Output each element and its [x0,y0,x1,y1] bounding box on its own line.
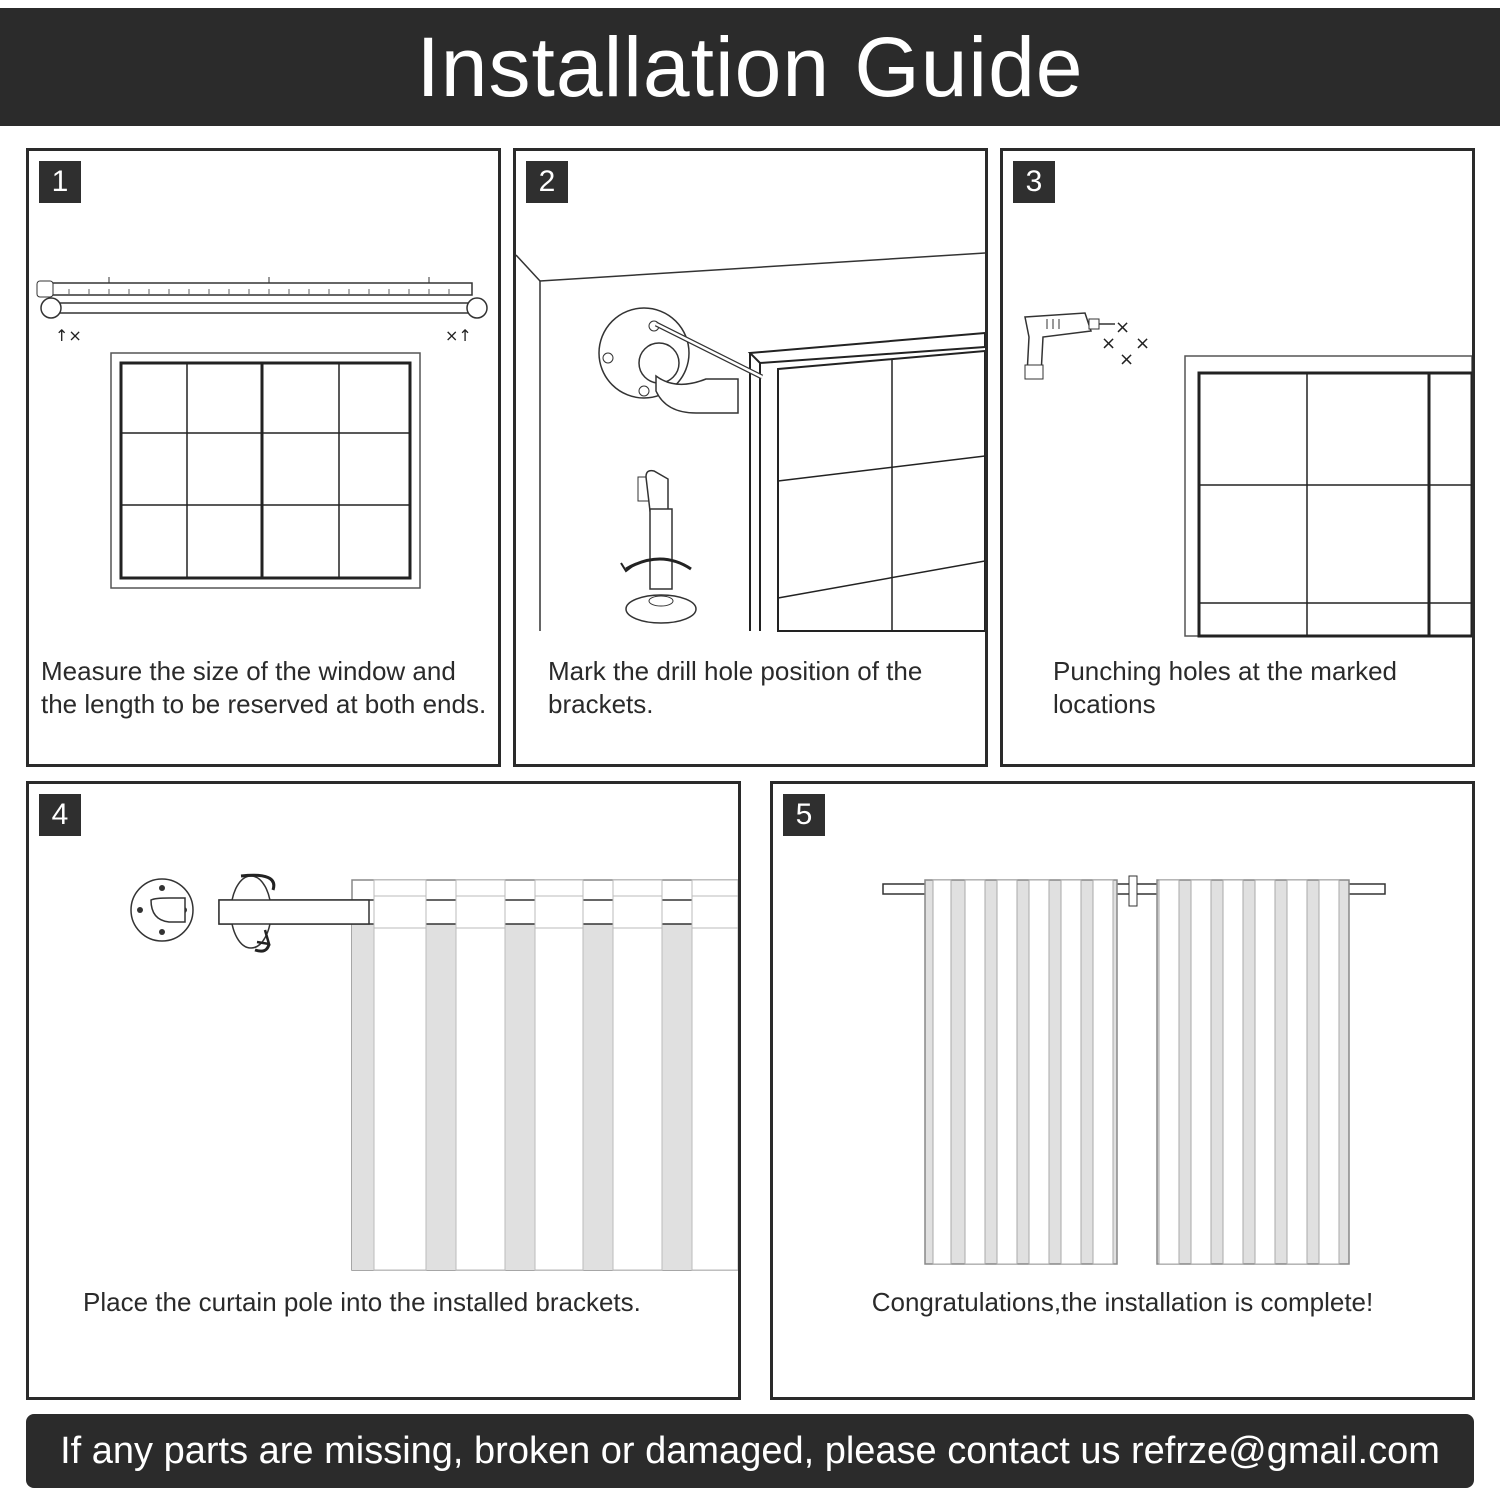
step-4-panel: 4 Place the curtain pole into the instal… [26,781,741,1400]
step-5-caption: Congratulations,the installation is comp… [871,1287,1374,1317]
installed-curtains-illustration [882,875,1386,1265]
place-pole-illustration [130,873,738,1271]
contact-notice: If any parts are missing, broken or dama… [60,1429,1440,1472]
svg-text:×: × [1135,333,1150,354]
step-3-caption: Punching holes at the marked locations [1053,656,1397,719]
step-3-number: 3 [1013,161,1055,203]
step-1-caption: Measure the size of the window and the l… [41,656,487,719]
step-1-number: 1 [39,161,81,203]
step-5-panel: 5 Congratulations,the installation is co… [770,781,1475,1400]
step-2-caption: Mark the drill hole position of the brac… [548,656,923,719]
page-title: Installation Guide [416,19,1084,114]
svg-text:×: × [1119,349,1134,370]
contact-footer: If any parts are missing, broken or dama… [26,1414,1474,1488]
step-4-caption: Place the curtain pole into the installe… [83,1287,641,1317]
page-header: Installation Guide [0,8,1500,126]
step-4-number: 4 [39,794,81,836]
drill-holes-illustration: × × × × [1024,312,1472,638]
mark-drill-holes-illustration [516,252,985,632]
step-3-panel: × × × × 3 Punching holes at the marked l… [1000,148,1475,767]
measure-window-illustration: ↑× ×↑ [36,277,488,589]
svg-text:×: × [1101,333,1116,354]
step-2-panel: 2 Mark the drill hole position of the br… [513,148,988,767]
step-2-number: 2 [526,161,568,203]
step-1-panel: ↑× ×↑ 1 Measure the size of the window a… [26,148,501,767]
svg-text:↑×: ↑× [55,326,82,345]
svg-text:×: × [1115,317,1130,338]
step-5-number: 5 [783,794,825,836]
svg-text:×↑: ×↑ [445,326,472,345]
